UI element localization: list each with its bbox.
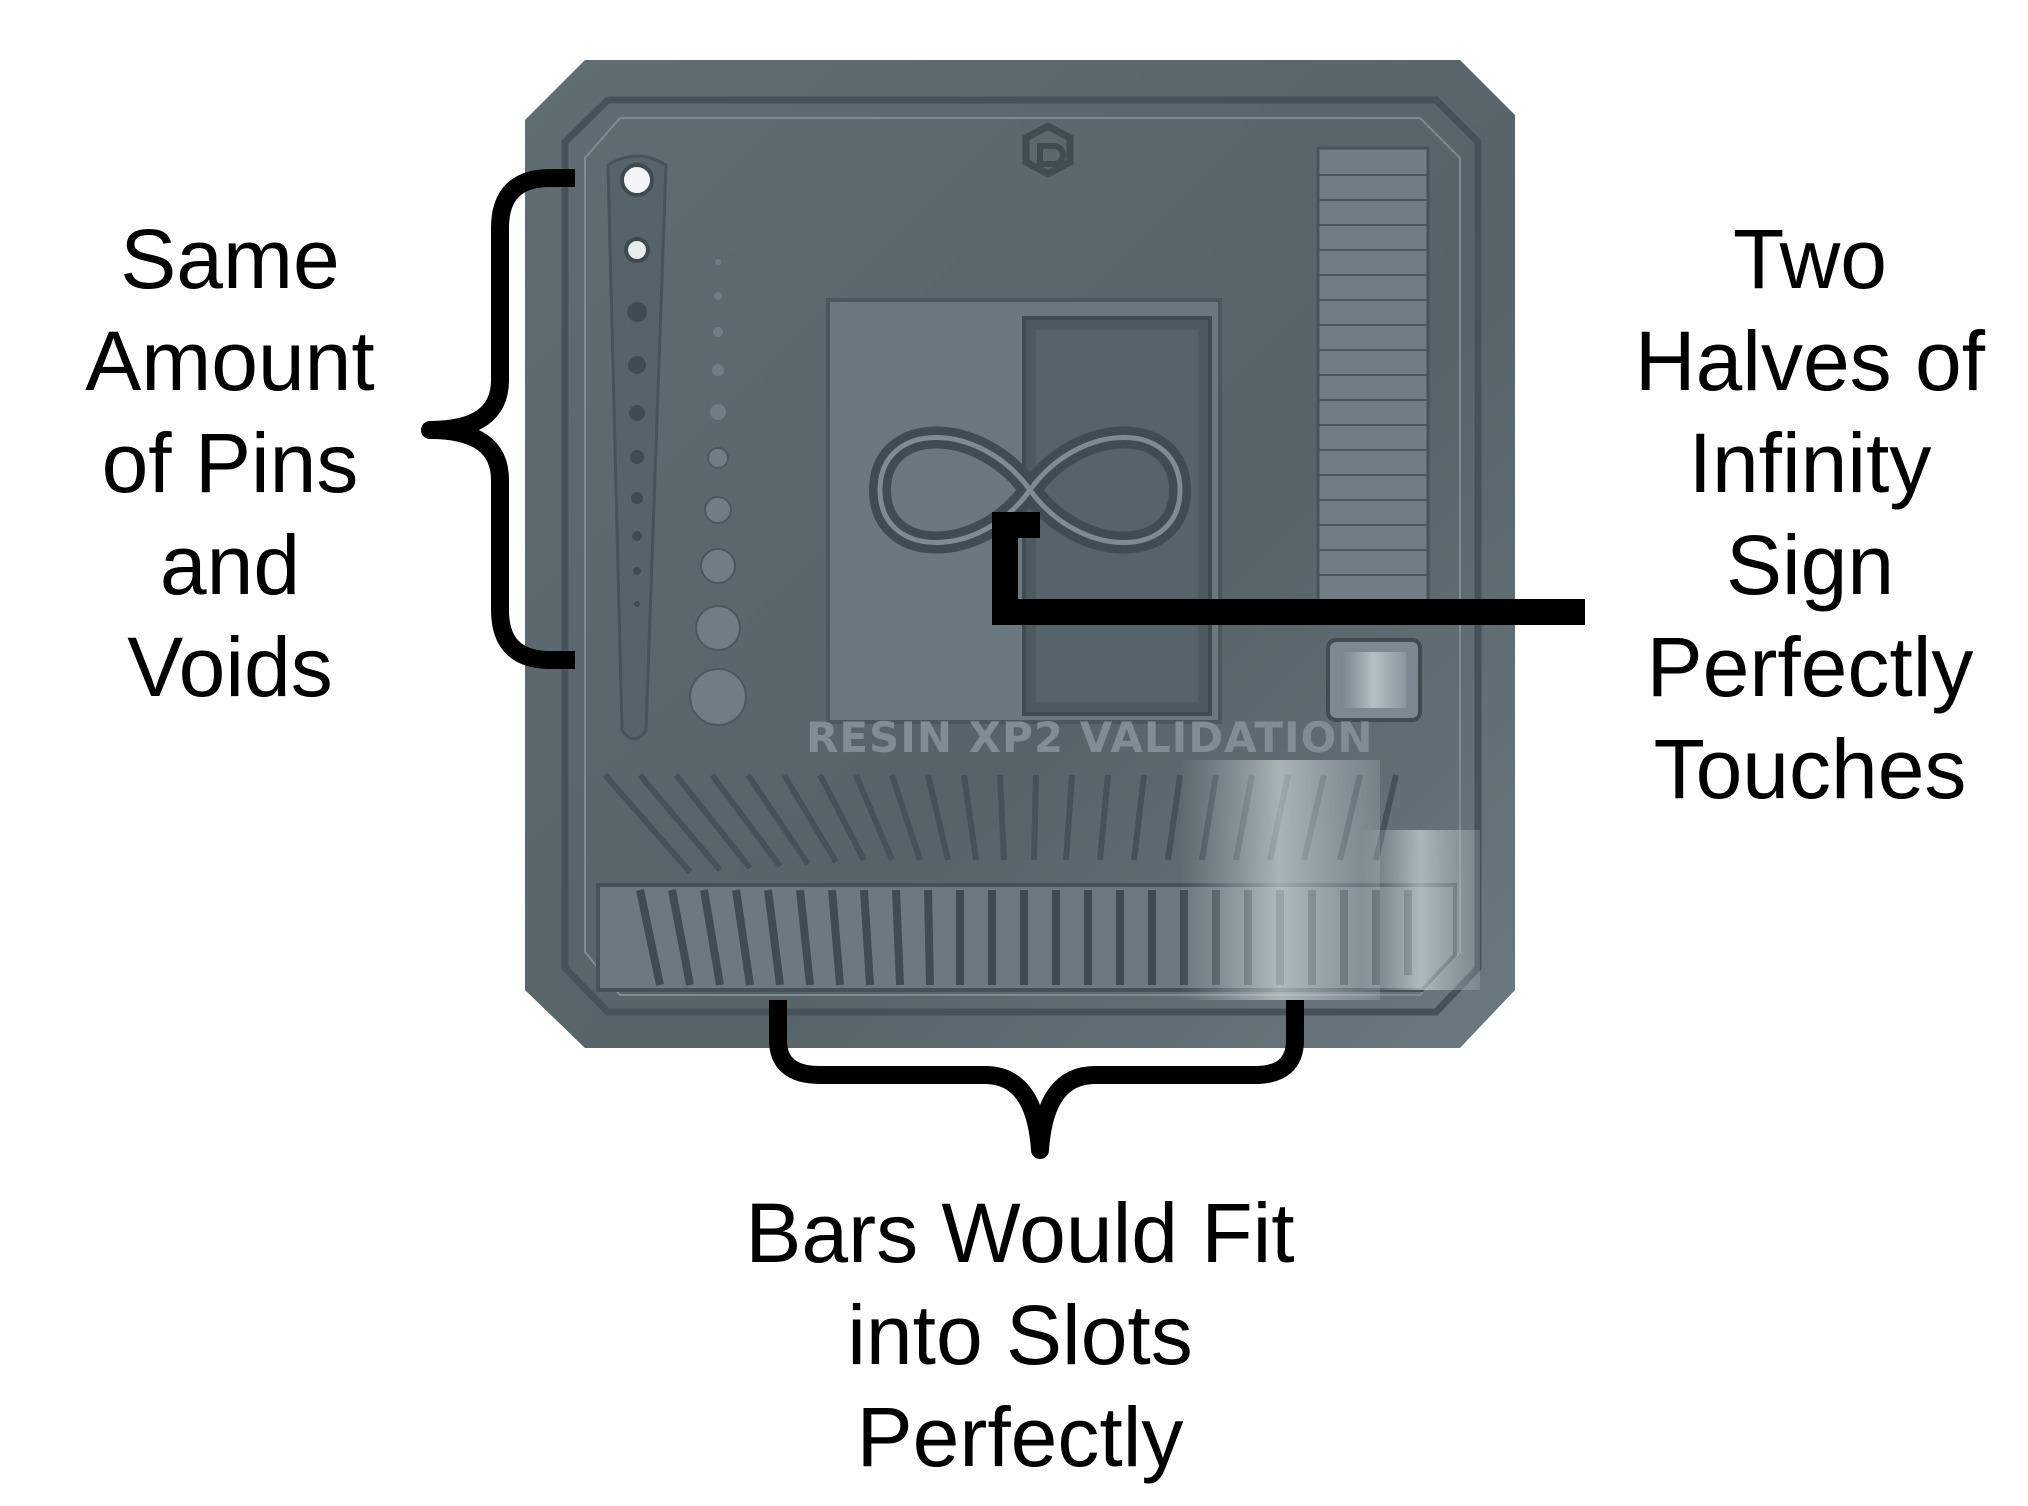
bars-and-slots-feature [602,773,1399,874]
bars-slots-brace [769,1000,1304,1159]
brand-logo-icon [1022,122,1074,178]
caption-line: Touches [1653,722,1967,816]
caption-line: Perfectly [856,1390,1184,1484]
caption-line: Amount [85,314,375,408]
caption-line: of Pins [101,416,359,510]
pins-voids-caption: Same Amount of Pins and Voids [30,208,430,718]
infinity-pointer-line [992,512,1585,625]
stepped-bars-feature [1316,146,1430,722]
caption-line: Bars Would Fit [745,1186,1295,1280]
caption-line: Same [120,212,340,306]
caption-line: Voids [127,620,333,714]
infinity-caption: Two Halves of Infinity Sign Perfectly To… [1600,208,2020,820]
caption-line: Infinity [1688,416,1932,510]
infinity-sign-feature [826,298,1222,724]
bars-slots-caption: Bars Would Fit into Slots Perfectly [640,1182,1400,1488]
slot-comb [596,760,1480,1000]
pins-and-voids-feature [606,154,747,741]
plate-engraved-text: RESIN XP2 VALIDATION [806,713,1373,762]
caption-line: Sign [1725,518,1895,612]
caption-line: Halves of [1634,314,1986,408]
pins-voids-brace [421,169,575,669]
caption-line: Two [1732,212,1888,306]
caption-line: Perfectly [1646,620,1974,714]
caption-line: into Slots [847,1288,1193,1382]
caption-line: and [159,518,301,612]
